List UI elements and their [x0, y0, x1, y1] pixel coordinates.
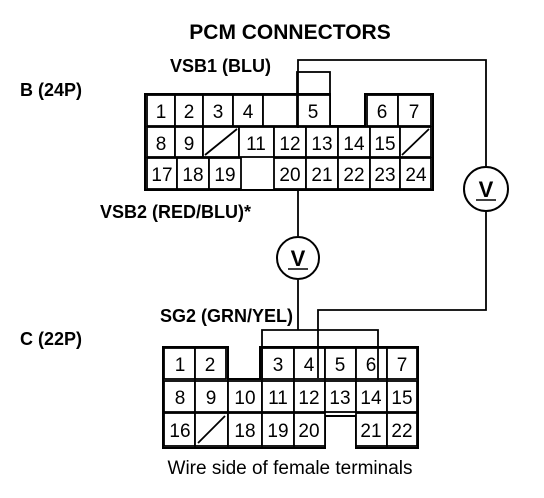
pin-c22: 22 [391, 421, 412, 442]
pin-c2: 2 [205, 355, 216, 376]
pin-c7: 7 [397, 355, 408, 376]
pin-b6: 6 [377, 102, 388, 123]
pin-c19: 19 [267, 421, 288, 442]
pin-c3: 3 [273, 355, 284, 376]
pin-c4: 4 [304, 355, 315, 376]
voltmeter-right: V [463, 166, 509, 212]
wire-sg2-bracket [261, 329, 379, 380]
blank-cavity-c17 [197, 415, 226, 444]
pin-b7: 7 [409, 102, 420, 123]
pin-b13: 13 [311, 134, 332, 155]
sg2-label: SG2 (GRN/YEL) [160, 306, 293, 326]
pin-c21: 21 [360, 421, 381, 442]
pin-b5: 5 [308, 102, 319, 123]
pin-c5: 5 [335, 355, 346, 376]
pin-c11: 11 [268, 388, 288, 409]
connector-c-label: C (22P) [20, 329, 82, 349]
pin-c6: 6 [366, 355, 377, 376]
pin-b21: 21 [311, 165, 332, 186]
connector-c-housing [162, 346, 419, 449]
pin-c14: 14 [360, 388, 382, 409]
connector-c [163, 347, 418, 447]
pin-b11: 11 [246, 134, 266, 155]
blank-cavity-b10 [204, 128, 238, 156]
pin-c15: 15 [391, 388, 412, 409]
pin-b4: 4 [243, 102, 254, 123]
pin-b24: 24 [405, 165, 427, 186]
connector-b [146, 71, 432, 190]
connector-b-numbers: 1 2 3 4 5 6 7 8 9 11 12 13 14 15 17 18 1… [151, 102, 427, 186]
pin-b8: 8 [156, 134, 167, 155]
voltmeter-left-symbol: V [291, 246, 306, 271]
pin-b23: 23 [374, 165, 395, 186]
pin-c18: 18 [234, 421, 255, 442]
pin-c8: 8 [175, 388, 186, 409]
caption: Wire side of female terminals [168, 458, 413, 479]
pin-b9: 9 [184, 134, 195, 155]
wire-vsb1 [297, 59, 487, 166]
pin-b1: 1 [156, 102, 167, 123]
pin-c9: 9 [206, 388, 217, 409]
test-wiring [261, 59, 487, 380]
pin-c20: 20 [298, 421, 319, 442]
pin-b2: 2 [184, 102, 195, 123]
vsb2-label: VSB2 (RED/BLU)* [100, 202, 251, 222]
pin-c10: 10 [234, 388, 255, 409]
voltmeter-left: V [276, 236, 320, 280]
pin-c16: 16 [169, 421, 190, 442]
wire-right-meter-to-c4 [317, 212, 487, 378]
pin-b15: 15 [374, 134, 395, 155]
pin-c13: 13 [329, 388, 350, 409]
diagram-title: PCM CONNECTORS [189, 21, 390, 44]
vsb1-label: VSB1 (BLU) [170, 56, 271, 76]
connector-c-numbers: 1 2 3 4 5 6 7 8 9 10 11 12 13 14 15 16 1… [169, 355, 412, 442]
pin-b20: 20 [279, 165, 300, 186]
pin-b18: 18 [182, 165, 203, 186]
pin-b19: 19 [214, 165, 235, 186]
connector-b-label: B (24P) [20, 80, 82, 100]
pin-b22: 22 [343, 165, 364, 186]
pin-c12: 12 [298, 388, 319, 409]
pin-b3: 3 [213, 102, 224, 123]
pin-b17: 17 [151, 165, 172, 186]
pin-b14: 14 [343, 134, 365, 155]
pin-c1: 1 [175, 355, 186, 376]
blank-cavity-b16 [401, 128, 430, 156]
voltmeter-right-symbol: V [479, 177, 494, 202]
pin-b12: 12 [279, 134, 300, 155]
